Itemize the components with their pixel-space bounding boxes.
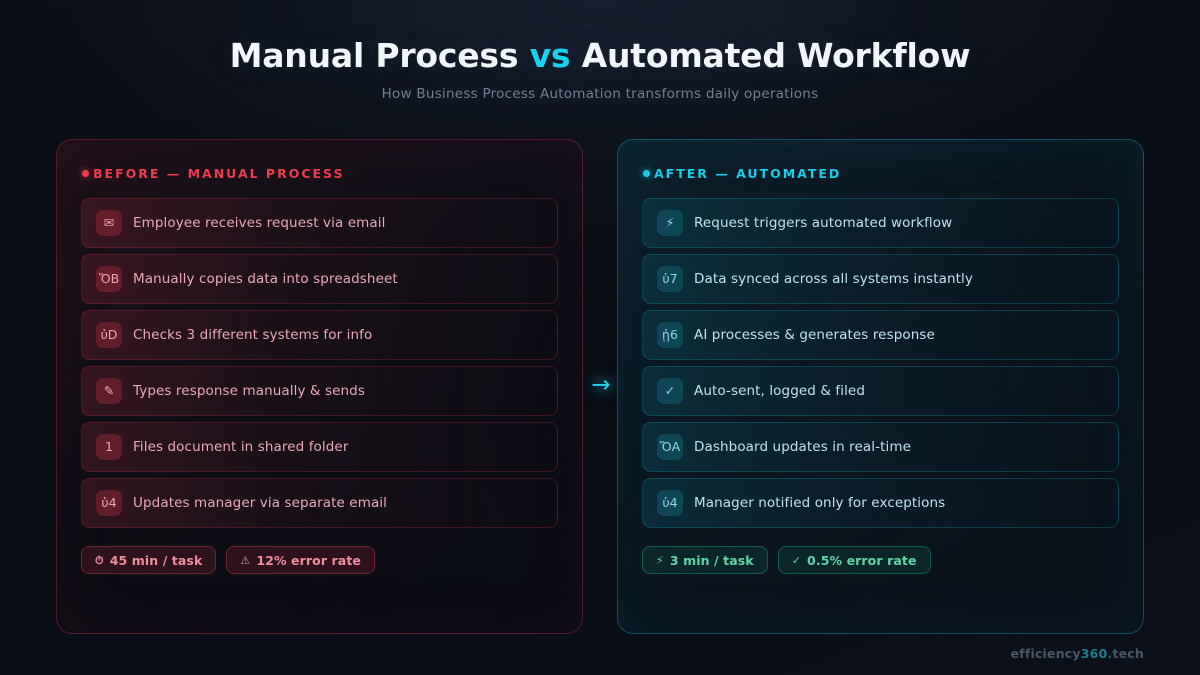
list-item[interactable]: ᾑ6 AI processes & generates response <box>642 310 1119 360</box>
list-item-label: Dashboard updates in real-time <box>694 439 911 455</box>
brand-accent: 360 <box>1081 646 1108 661</box>
status-badge: ✓ 0.5% error rate <box>778 546 931 574</box>
alert-badge-icon: ὑ4 <box>96 490 122 516</box>
status-badge-label: 0.5% error rate <box>807 553 916 568</box>
check-icon: ✓ <box>792 555 801 566</box>
list-item-label: AI processes & generates response <box>694 327 935 343</box>
page-subtitle: How Business Process Automation transfor… <box>0 86 1200 102</box>
list-item[interactable]: ✎ Types response manually & sends <box>81 366 558 416</box>
list-item-label: Files document in shared folder <box>133 439 349 455</box>
list-item[interactable]: ὜1 Files document in shared folder <box>81 422 558 472</box>
list-item[interactable]: ✉ Employee receives request via email <box>81 198 558 248</box>
status-badge: ⚠ 12% error rate <box>226 546 375 574</box>
list-item-label: Auto-sent, logged & filed <box>694 383 865 399</box>
warning-icon: ⚠ <box>240 555 250 566</box>
list-item-label: Data synced across all systems instantly <box>694 271 973 287</box>
before-step-list: ✉ Employee receives request via email ὌB… <box>81 198 558 528</box>
before-panel-heading: BEFORE — MANUAL PROCESS <box>81 166 558 181</box>
status-badge: ⚡ 3 min / task <box>642 546 768 574</box>
check-send-icon: ✓ <box>657 378 683 404</box>
lightning-icon: ⚡ <box>656 555 664 566</box>
after-stat-badges: ⚡ 3 min / task ✓ 0.5% error rate <box>642 546 1119 574</box>
list-item-label: Manager notified only for exceptions <box>694 495 945 511</box>
dot-icon <box>82 170 89 177</box>
list-item[interactable]: ⚡ Request triggers automated workflow <box>642 198 1119 248</box>
list-item[interactable]: ὑ4 Manager notified only for exceptions <box>642 478 1119 528</box>
list-item-label: Employee receives request via email <box>133 215 385 231</box>
folder-icon: ὜1 <box>96 434 122 460</box>
brand-watermark: efficiency360.tech <box>1011 646 1145 661</box>
status-badge-label: 3 min / task <box>670 553 754 568</box>
before-panel: BEFORE — MANUAL PROCESS ✉ Employee recei… <box>56 139 583 634</box>
title-part-one: Manual Process <box>230 36 530 75</box>
brand-prefix: efficiency <box>1011 646 1081 661</box>
list-item-label: Types response manually & sends <box>133 383 365 399</box>
magnifier-icon: ὐD <box>96 322 122 348</box>
email-icon: ✉ <box>96 210 122 236</box>
clipboard-icon: ὌB <box>96 266 122 292</box>
list-item[interactable]: ὑ7 Data synced across all systems instan… <box>642 254 1119 304</box>
status-badge-label: 45 min / task <box>110 553 203 568</box>
arrow-right-icon: → <box>586 370 616 400</box>
link-sync-icon: ὑ7 <box>657 266 683 292</box>
list-item-label: Request triggers automated workflow <box>694 215 952 231</box>
pencil-icon: ✎ <box>96 378 122 404</box>
after-panel: AFTER — AUTOMATED ⚡ Request triggers aut… <box>617 139 1144 634</box>
before-stat-badges: ⏱ 45 min / task ⚠ 12% error rate <box>81 546 558 574</box>
list-item[interactable]: ὌB Manually copies data into spreadsheet <box>81 254 558 304</box>
bar-chart-icon: ὌA <box>657 434 683 460</box>
page-title: Manual Process vs Automated Workflow <box>0 38 1200 74</box>
list-item-label: Checks 3 different systems for info <box>133 327 372 343</box>
bell-alert-icon: ὑ4 <box>657 490 683 516</box>
title-part-two: Automated Workflow <box>570 36 970 75</box>
list-item-label: Updates manager via separate email <box>133 495 387 511</box>
dot-icon <box>643 170 650 177</box>
list-item[interactable]: ὑ4 Updates manager via separate email <box>81 478 558 528</box>
list-item[interactable]: ὐD Checks 3 different systems for info <box>81 310 558 360</box>
list-item-label: Manually copies data into spreadsheet <box>133 271 398 287</box>
status-badge: ⏱ 45 min / task <box>81 546 216 574</box>
stopwatch-icon: ⏱ <box>95 555 104 566</box>
brand-suffix: .tech <box>1107 646 1144 661</box>
after-step-list: ⚡ Request triggers automated workflow ὑ7… <box>642 198 1119 528</box>
list-item[interactable]: ✓ Auto-sent, logged & filed <box>642 366 1119 416</box>
lightning-icon: ⚡ <box>657 210 683 236</box>
title-vs: vs <box>530 36 571 75</box>
after-panel-heading: AFTER — AUTOMATED <box>642 166 1119 181</box>
status-badge-label: 12% error rate <box>256 553 361 568</box>
robot-icon: ᾑ6 <box>657 322 683 348</box>
before-panel-heading-label: BEFORE — MANUAL PROCESS <box>93 166 345 181</box>
header: Manual Process vs Automated Workflow How… <box>0 38 1200 102</box>
list-item[interactable]: ὌA Dashboard updates in real-time <box>642 422 1119 472</box>
after-panel-heading-label: AFTER — AUTOMATED <box>654 166 841 181</box>
